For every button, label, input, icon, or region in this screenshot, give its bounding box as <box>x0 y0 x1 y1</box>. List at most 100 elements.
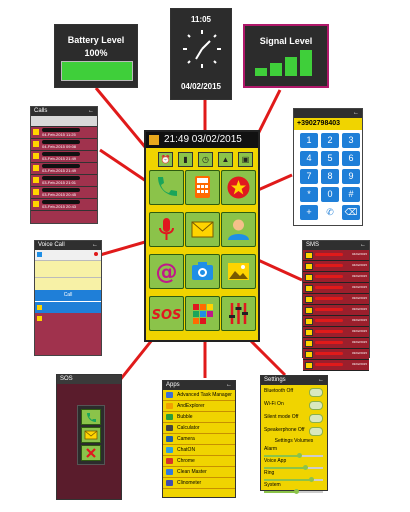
voicecall-input[interactable] <box>35 261 101 278</box>
sms-date: 04/02/2015 <box>351 263 367 267</box>
sms-row[interactable]: 03/02/2015 <box>303 327 369 338</box>
battery-icon[interactable]: ▮ <box>178 152 193 167</box>
back-arrow-icon[interactable]: ← <box>360 242 366 248</box>
sms-row[interactable]: 03/02/2015 <box>303 349 369 360</box>
sms-row[interactable]: 03/02/2015 <box>303 294 369 305</box>
tile-favorites[interactable] <box>221 170 256 205</box>
key-6[interactable]: 6 <box>342 151 360 166</box>
app-list-item[interactable]: AndExplorer <box>163 401 235 412</box>
tile-calculator[interactable] <box>185 170 220 205</box>
sos-sms-button[interactable] <box>81 427 101 443</box>
tile-sos[interactable]: SOS <box>149 296 184 331</box>
toggle-switch[interactable] <box>309 427 323 436</box>
call-log-row[interactable]: 03-Feb-2015 21:49 <box>31 163 97 175</box>
sender-redacted <box>315 286 343 289</box>
picture-icon <box>228 263 249 280</box>
signal-icon[interactable]: ▲ <box>218 152 233 167</box>
setting-toggle-row: Silent mode Off <box>261 411 327 424</box>
battery-widget[interactable]: Battery Level 100% <box>54 24 138 88</box>
sms-row[interactable]: 04/02/2015 <box>303 261 369 272</box>
slider-knob[interactable] <box>309 477 315 482</box>
key-3[interactable]: 3 <box>342 133 360 148</box>
toggle-switch[interactable] <box>309 401 323 410</box>
app-list-item[interactable]: Chrome <box>163 456 235 467</box>
tile-apps[interactable] <box>185 296 220 331</box>
envelope-icon <box>305 296 313 303</box>
volume-slider[interactable] <box>264 453 323 458</box>
voicecall-clear-icon[interactable] <box>94 252 98 256</box>
volume-slider[interactable] <box>264 465 323 470</box>
key-0[interactable]: 0 <box>321 187 339 202</box>
back-arrow-icon[interactable]: ← <box>92 242 98 248</box>
volume-slider[interactable] <box>264 489 323 494</box>
tile-voice[interactable] <box>149 212 184 247</box>
call-log-row[interactable]: 03-Feb-2015 21:49 <box>31 151 97 163</box>
lock-icon[interactable]: ▣ <box>238 152 253 167</box>
key-hash[interactable]: # <box>342 187 360 202</box>
app-list-item[interactable]: Bubble <box>163 412 235 423</box>
tile-settings[interactable] <box>221 296 256 331</box>
app-list-item[interactable]: Camera <box>163 434 235 445</box>
app-list-item[interactable]: Calculator <box>163 423 235 434</box>
key-5[interactable]: 5 <box>321 151 339 166</box>
sms-row[interactable]: 03/02/2015 <box>303 272 369 283</box>
key-2[interactable]: 2 <box>321 133 339 148</box>
app-list-item[interactable]: Clinometer <box>163 478 235 489</box>
tile-gallery[interactable] <box>221 254 256 289</box>
tile-sms[interactable] <box>185 212 220 247</box>
key-8[interactable]: 8 <box>321 169 339 184</box>
battery-value: 100% <box>84 48 108 58</box>
setting-toggle-label: Wi-Fi On <box>264 401 284 407</box>
app-list-item[interactable]: ChatON <box>163 445 235 456</box>
sms-row[interactable]: 03/02/2015 <box>303 283 369 294</box>
sms-row[interactable]: 03/02/2015 <box>303 360 369 371</box>
key-9[interactable]: 9 <box>342 169 360 184</box>
slider-knob[interactable] <box>303 465 309 470</box>
call-log-row[interactable]: 04-Feb-2015 11:25 <box>31 127 97 139</box>
key-1[interactable]: 1 <box>300 133 318 148</box>
tile-contacts[interactable] <box>221 212 256 247</box>
analog-clock-icon <box>183 30 221 68</box>
tile-email[interactable]: @ <box>149 254 184 289</box>
back-arrow-icon[interactable]: ← <box>353 110 359 116</box>
call-date: 03-Feb-2015 21:49 <box>42 156 77 161</box>
call-log-row[interactable]: 03-Feb-2015 20:43 <box>31 199 97 211</box>
call-direction-icon <box>33 141 39 147</box>
key-star[interactable]: * <box>300 187 318 202</box>
call-log-row[interactable]: 03-Feb-2015 20:45 <box>31 187 97 199</box>
call-log-row[interactable]: 03-Feb-2015 21:01 <box>31 175 97 187</box>
sms-row[interactable]: 04/02/2015 <box>303 250 369 261</box>
slider-knob[interactable] <box>294 489 300 494</box>
voicecall-entry[interactable] <box>35 313 101 324</box>
back-arrow-icon[interactable]: ← <box>226 382 232 388</box>
key-7[interactable]: 7 <box>300 169 318 184</box>
sos-call-button[interactable] <box>81 409 101 425</box>
alarm-icon[interactable]: ⏰ <box>158 152 173 167</box>
volume-slider[interactable] <box>264 477 323 482</box>
sos-cancel-button[interactable] <box>81 445 101 461</box>
voicecall-row[interactable] <box>35 301 101 313</box>
clock-widget[interactable]: 11:05 04/02/2015 <box>170 8 232 100</box>
clock-icon[interactable]: ◷ <box>198 152 213 167</box>
call-key[interactable]: ✆ <box>321 205 339 220</box>
key-plus[interactable]: + <box>300 205 318 220</box>
sms-row[interactable]: 03/02/2015 <box>303 338 369 349</box>
tile-camera[interactable] <box>185 254 220 289</box>
signal-widget[interactable]: Signal Level <box>243 24 329 88</box>
key-4[interactable]: 4 <box>300 151 318 166</box>
call-log-row[interactable]: 04-Feb-2015 09:08 <box>31 139 97 151</box>
sms-row[interactable]: 03/02/2015 <box>303 305 369 316</box>
app-list-item[interactable]: Clean Master <box>163 467 235 478</box>
tile-phone[interactable] <box>149 170 184 205</box>
slider-knob[interactable] <box>297 453 303 458</box>
back-arrow-icon[interactable]: ← <box>88 108 94 114</box>
backspace-key[interactable]: ⌫ <box>342 205 360 220</box>
voicecall-call-button[interactable]: Call <box>35 290 101 301</box>
back-arrow-icon[interactable]: ← <box>318 377 324 383</box>
toggle-switch[interactable] <box>309 388 323 397</box>
app-list-item[interactable]: Advanced Task Manager <box>163 390 235 401</box>
dialer-number-display[interactable]: +3902798403 <box>294 118 362 130</box>
toggle-switch[interactable] <box>309 414 323 423</box>
sms-row[interactable]: 03/02/2015 <box>303 316 369 327</box>
